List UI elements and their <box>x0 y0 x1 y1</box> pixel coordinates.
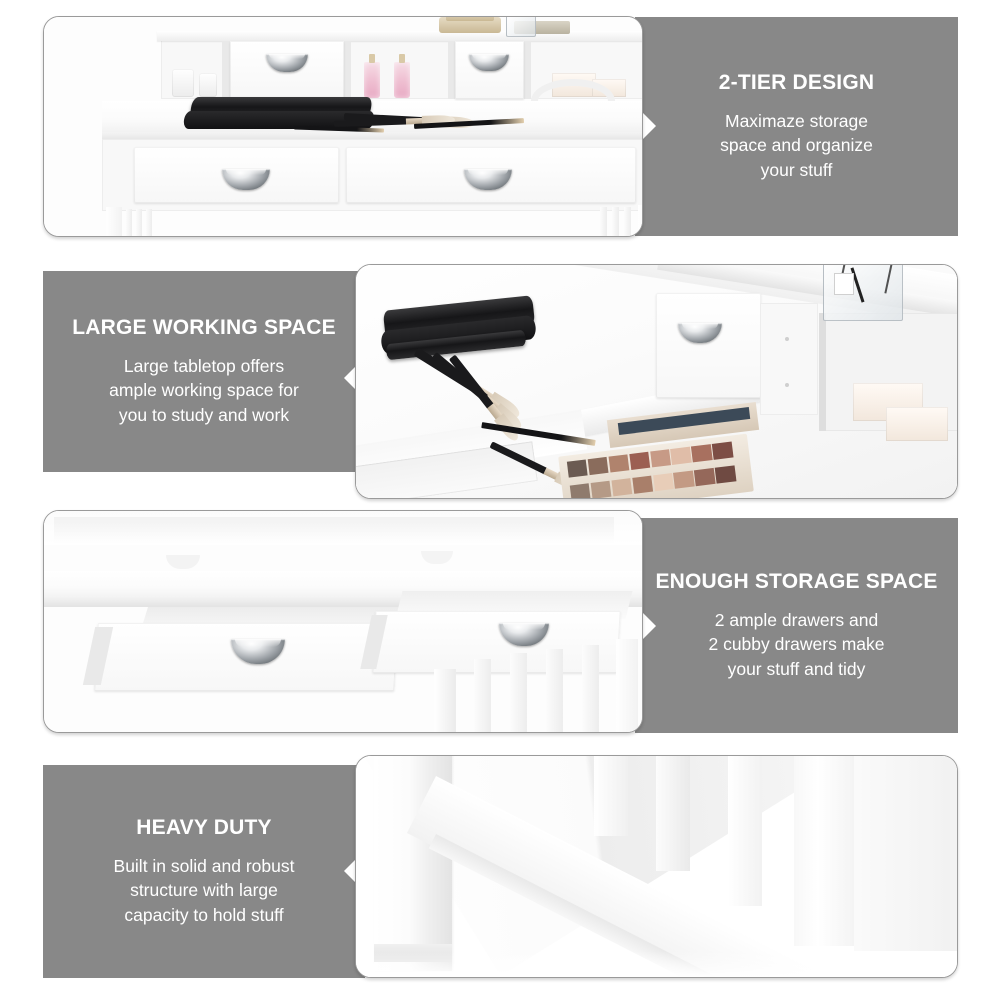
product-photo-large-working-space <box>355 264 958 499</box>
caption-two-tier-design: 2-TIER DESIGN Maximaze storage space and… <box>635 17 958 236</box>
product-photo-two-tier-design <box>43 16 643 237</box>
panel-title: HEAVY DUTY <box>136 816 272 840</box>
cup-pull-icon <box>464 169 512 190</box>
panel-body: 2 ample drawers and 2 cubby drawers make… <box>708 610 885 679</box>
table-slat <box>728 756 762 906</box>
panel-title: 2-TIER DESIGN <box>718 71 875 95</box>
caption-heavy-duty: HEAVY DUTY Built in solid and robust str… <box>43 765 365 978</box>
table-slat <box>594 756 628 836</box>
caption-enough-storage-space: ENOUGH STORAGE SPACE 2 ample drawers and… <box>635 518 958 733</box>
caption-large-working-space: LARGE WORKING SPACE Large tabletop offer… <box>43 271 365 472</box>
table-leg <box>794 756 854 946</box>
cup-pull-icon <box>678 323 722 343</box>
panel-body: Maximaze storage space and organize your… <box>720 111 873 180</box>
cup-pull-icon <box>469 54 509 71</box>
feature-panel-large-working-space: LARGE WORKING SPACE Large tabletop offer… <box>0 250 1000 505</box>
feature-panel-enough-storage-space: ENOUGH STORAGE SPACE 2 ample drawers and… <box>0 505 1000 755</box>
panel-title: LARGE WORKING SPACE <box>72 316 336 340</box>
cubby-drawer <box>656 293 761 398</box>
table-slat <box>656 756 690 871</box>
cup-pull-icon <box>222 169 270 190</box>
feature-panel-two-tier-design: 2-TIER DESIGN Maximaze storage space and… <box>0 0 1000 250</box>
product-photo-enough-storage-space <box>43 510 643 733</box>
panel-title: ENOUGH STORAGE SPACE <box>655 570 938 594</box>
panel-body: Large tabletop offers ample working spac… <box>109 356 299 425</box>
product-photo-heavy-duty <box>355 755 958 978</box>
feature-panel-heavy-duty: HEAVY DUTY Built in solid and robust str… <box>0 755 1000 1000</box>
cup-pull-icon <box>499 623 549 646</box>
cup-pull-icon <box>266 54 308 72</box>
panel-body: Built in solid and robust structure with… <box>113 856 295 925</box>
